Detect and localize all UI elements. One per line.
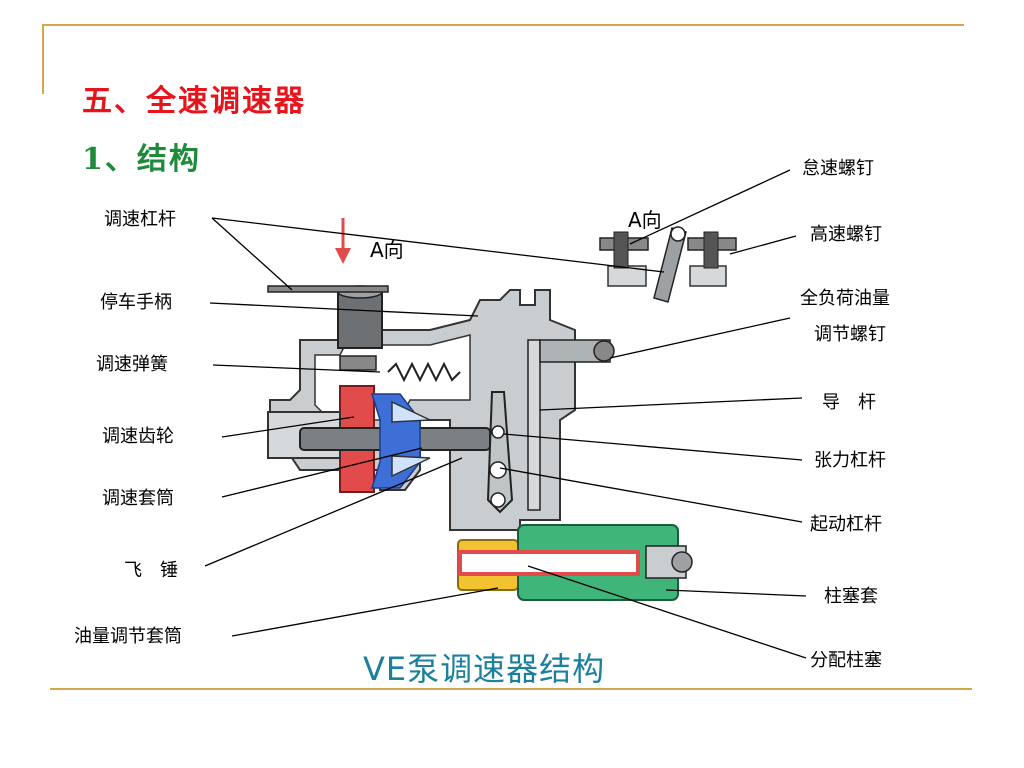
label-speed-lever: 调速杠杆 xyxy=(104,209,176,230)
spring-holder xyxy=(339,355,377,371)
leader-stop-handle xyxy=(209,302,479,317)
slide-subheading: 1、结构 xyxy=(82,142,201,177)
label-flyweight: 飞 锤 xyxy=(124,560,178,581)
a-view-base-right xyxy=(689,265,727,287)
label-full-load-screw-line2: 调节螺钉 xyxy=(814,324,886,345)
leader-lines xyxy=(204,169,807,659)
label-high-speed-screw: 高速螺钉 xyxy=(810,224,882,245)
leader-tension-lever xyxy=(503,433,803,461)
label-plunger-sleeve: 柱塞套 xyxy=(824,586,878,607)
leader-high-speed-screw xyxy=(729,235,797,255)
leader-governor-sleeve xyxy=(221,447,423,498)
lever-pivot-lower xyxy=(489,461,507,479)
governor-spring xyxy=(387,361,461,383)
frame-left-line xyxy=(42,24,44,94)
plunger-end-screw-head xyxy=(671,551,693,573)
label-governor-gear: 调速齿轮 xyxy=(102,426,174,447)
leader-governor-gear xyxy=(221,416,355,438)
flyweight-lower xyxy=(391,455,431,478)
diagram-caption: VE泵调速器结构 xyxy=(363,650,606,688)
leader-fuel-sleeve xyxy=(231,587,499,637)
leader-speed-lever-a xyxy=(211,217,293,291)
a-view-lever-pivot xyxy=(670,226,686,242)
label-start-lever: 起动杠杆 xyxy=(810,514,882,535)
label-guide-rod: 导 杆 xyxy=(822,392,876,413)
lever-pivot-upper xyxy=(491,425,505,439)
a-arrow-label: A向 xyxy=(370,238,404,262)
full-load-screw-head xyxy=(593,340,615,362)
distributor-plunger xyxy=(458,550,640,576)
stop-handle-drum xyxy=(337,291,383,349)
leader-governor-spring xyxy=(212,364,381,373)
label-tension-lever: 张力杠杆 xyxy=(814,450,886,471)
label-idle-screw: 怠速螺钉 xyxy=(802,158,874,179)
a-view-post-right xyxy=(703,231,719,269)
label-stop-handle: 停车手柄 xyxy=(100,292,172,313)
a-view-post-left xyxy=(613,231,629,269)
frame-top-line xyxy=(42,24,964,26)
leader-idle-screw xyxy=(629,169,791,245)
lever-pivot-bottom xyxy=(490,492,506,508)
leader-distributor-plunger xyxy=(527,565,807,659)
tension-lever xyxy=(486,391,514,514)
slide-heading: 五、全速调速器 xyxy=(82,84,306,119)
speed-lever-bar xyxy=(267,285,389,293)
a-arrow-head xyxy=(335,248,351,264)
leader-flyweight xyxy=(204,457,463,567)
leader-start-lever xyxy=(499,467,803,523)
label-distributor-plunger: 分配柱塞 xyxy=(810,650,882,671)
frame-bottom-line xyxy=(50,688,972,690)
label-governor-sleeve: 调速套筒 xyxy=(102,488,174,509)
label-fuel-adjust-sleeve: 油量调节套筒 xyxy=(74,626,182,647)
guide-rod xyxy=(527,339,541,511)
leader-full-load-screw xyxy=(609,317,791,359)
label-full-load-screw-line1: 全负荷油量 xyxy=(800,288,890,309)
flyweight-upper xyxy=(391,400,431,423)
leader-speed-lever-b xyxy=(211,217,665,273)
a-view-label: A向 xyxy=(628,208,662,232)
leader-plunger-sleeve xyxy=(665,589,807,597)
label-governor-spring: 调速弹簧 xyxy=(96,354,168,375)
leader-guide-rod xyxy=(539,397,803,411)
